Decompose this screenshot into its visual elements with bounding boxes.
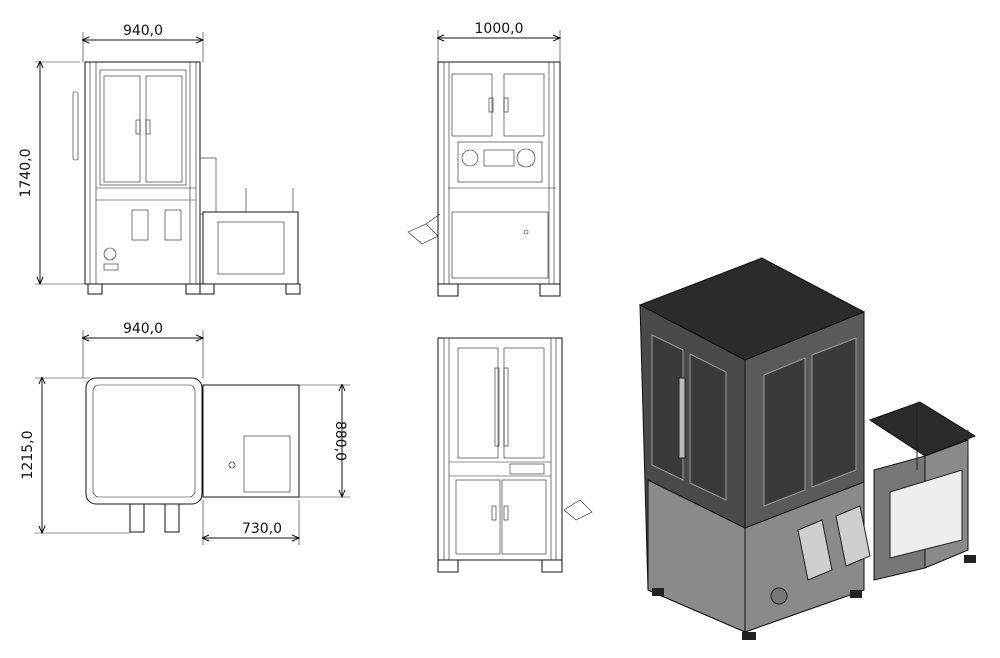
- rear-view: [437, 337, 593, 573]
- isometric-render: [638, 257, 977, 640]
- front-width-dimension: 940,0: [123, 23, 163, 39]
- aux-depth-dimension: 880,0: [332, 421, 348, 461]
- top-width-dimension: 940,0: [123, 321, 163, 337]
- height-dimension: 1740,0: [18, 149, 34, 198]
- side-view: 1000,0: [407, 21, 560, 297]
- aux-width-dimension: 730,0: [242, 521, 282, 537]
- top-view: 940,0 1215,0 880,0 730,0: [20, 321, 350, 545]
- top-depth-dimension: 1215,0: [20, 431, 36, 480]
- front-view: 940,0 1740,0: [18, 23, 301, 295]
- side-width-dimension: 1000,0: [475, 21, 524, 37]
